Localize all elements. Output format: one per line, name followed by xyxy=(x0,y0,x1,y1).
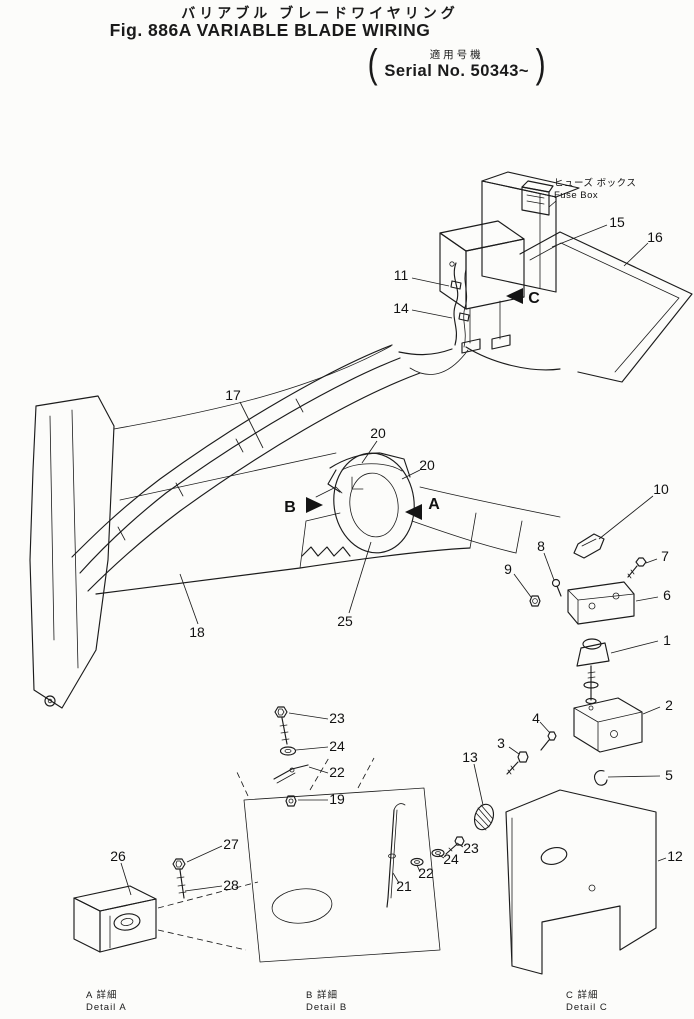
callout-14: 14 xyxy=(393,300,409,316)
serial-number: Serial No. 50343~ xyxy=(384,62,530,80)
callout-6: 6 xyxy=(663,587,671,603)
callout-8: 8 xyxy=(537,538,545,554)
detail-b-caption: B 詳細 Detail B xyxy=(306,990,347,1013)
callout-5: 5 xyxy=(665,767,673,783)
detail-b-parts-drawing xyxy=(235,706,465,963)
figure-title: Fig. 886A VARIABLE BLADE WIRING xyxy=(109,20,431,40)
callout-11: 11 xyxy=(394,267,409,283)
callout-24a: 24 xyxy=(329,738,345,754)
callout-22b: 22 xyxy=(418,865,434,881)
fuse-box-labels: ヒューズ ボックス Fuse Box xyxy=(548,177,636,208)
callout-28: 28 xyxy=(223,877,239,893)
callout-15: 15 xyxy=(609,214,625,230)
detail-c-parts-drawing xyxy=(473,533,657,975)
detail-b-caption-english: Detail B xyxy=(306,1001,348,1013)
fuse-box-label-english: Fuse Box xyxy=(554,190,598,201)
page-title-japanese: バリアブル ブレードワイヤリング xyxy=(181,5,459,21)
leader-lines xyxy=(120,224,667,896)
detail-a-caption-japanese: A 詳細 xyxy=(86,990,118,1001)
callout-18: 18 xyxy=(189,624,205,640)
detail-c-caption: C 詳細 Detail C xyxy=(566,990,608,1013)
view-a-arrow-icon xyxy=(405,504,422,520)
callout-3: 3 xyxy=(497,735,505,751)
detail-c-caption-japanese: C 詳細 xyxy=(566,990,599,1001)
fuse-box-label-japanese: ヒューズ ボックス xyxy=(554,177,636,189)
detail-a-parts-drawing xyxy=(73,858,259,953)
callout-labels: 15 16 11 14 17 20 20 10 8 7 9 6 18 25 1 … xyxy=(110,214,683,894)
serial-open-paren: ( xyxy=(367,42,378,86)
fuse-box-assembly-drawing xyxy=(398,171,580,371)
callout-13: 13 xyxy=(462,749,478,765)
callout-25: 25 xyxy=(337,613,353,629)
callout-4: 4 xyxy=(532,710,540,726)
view-arrows: C B A xyxy=(284,288,540,520)
blade-arm-harness-drawing xyxy=(71,344,469,592)
detail-b-caption-japanese: B 詳細 xyxy=(306,990,338,1001)
callout-21: 21 xyxy=(396,878,412,894)
serial-block: ( 適用号機 Serial No. 50343~ ) xyxy=(366,44,547,84)
callout-16: 16 xyxy=(647,229,663,245)
view-b-arrow-icon xyxy=(306,497,323,513)
detail-a-caption-english: Detail A xyxy=(86,1001,127,1013)
serial-note-japanese: 適用号機 xyxy=(429,49,484,61)
callout-19: 19 xyxy=(329,791,345,807)
callout-7: 7 xyxy=(661,548,669,564)
serial-close-paren: ) xyxy=(535,42,546,86)
callout-24b: 24 xyxy=(443,851,459,867)
callout-23b: 23 xyxy=(463,840,479,856)
callout-9: 9 xyxy=(504,561,512,577)
view-c-arrow-icon xyxy=(506,288,523,304)
view-b-label: B xyxy=(284,499,296,516)
view-c-label: C xyxy=(528,290,540,307)
detail-a-caption: A 詳細 Detail A xyxy=(86,990,127,1013)
callout-17: 17 xyxy=(225,387,241,403)
callout-26: 26 xyxy=(110,848,126,864)
callout-10: 10 xyxy=(653,481,669,497)
housing-bracket-drawing xyxy=(315,452,415,554)
view-a-label: A xyxy=(428,496,440,513)
callout-20b: 20 xyxy=(419,457,435,473)
floor-plate-drawing xyxy=(519,231,693,383)
callout-23a: 23 xyxy=(329,710,345,726)
callout-20a: 20 xyxy=(370,425,386,441)
frame-drawing xyxy=(95,486,561,595)
callout-27: 27 xyxy=(223,836,239,852)
detail-c-caption-english: Detail C xyxy=(566,1001,608,1013)
callout-2: 2 xyxy=(665,697,673,713)
callout-12: 12 xyxy=(667,848,683,864)
callout-22a: 22 xyxy=(329,764,345,780)
blade-drawing xyxy=(29,395,115,709)
callout-1: 1 xyxy=(663,632,671,648)
